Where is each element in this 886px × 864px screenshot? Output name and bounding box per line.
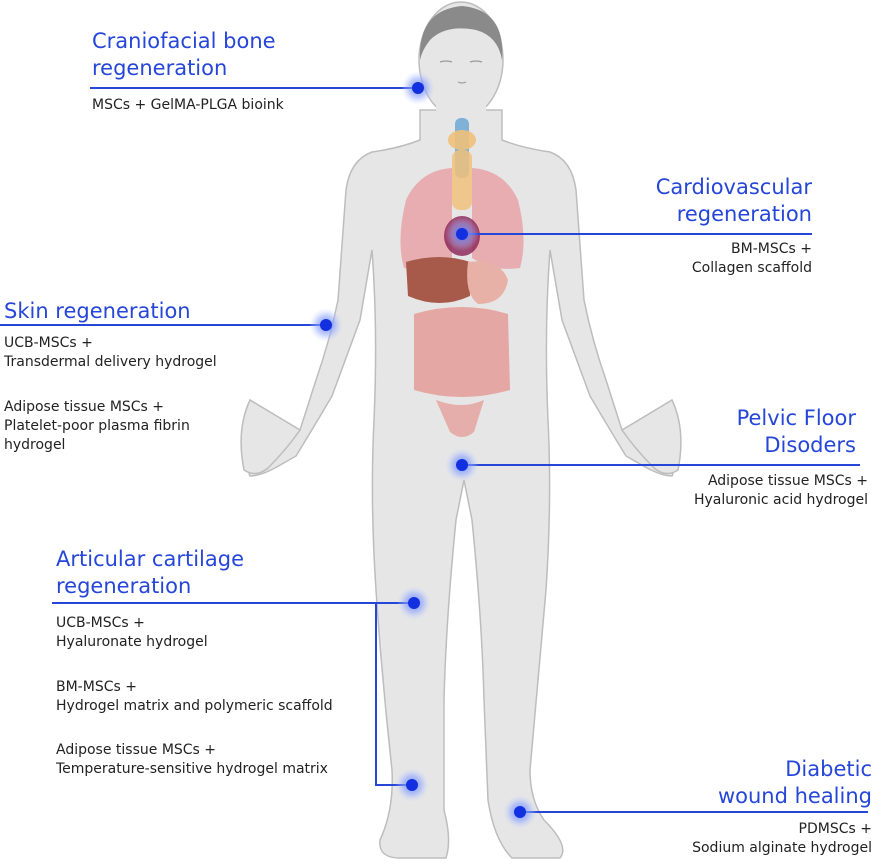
foot-marker: [503, 795, 537, 829]
skin-treatment-2: Adipose tissue MSCs + Platelet-poor plas…: [4, 399, 190, 453]
face: [439, 60, 483, 84]
knee-marker: [397, 586, 431, 620]
markers: [309, 71, 537, 829]
craniofacial-marker: [401, 71, 435, 105]
skin-title: Skin regeneration: [4, 299, 191, 323]
diabetic-treatment: PDMSCs + Sodium alginate hydrogel: [692, 821, 872, 856]
internal-organs: [400, 118, 524, 437]
cardiovascular-title: Cardiovascular regeneration: [655, 175, 812, 226]
pelvic-treatment: Adipose tissue MSCs + Hyaluronic acid hy…: [693, 473, 868, 508]
cardiovascular-marker: [445, 217, 479, 251]
skin-treatment-1: UCB-MSCs + Transdermal delivery hydrogel: [4, 335, 217, 370]
cartilage-treatment-1: UCB-MSCs + Hyaluronate hydrogel: [56, 615, 208, 650]
diabetic-title: Diabetic wound healing: [717, 757, 872, 808]
cartilage-treatment-2: BM-MSCs + Hydrogel matrix and polymeric …: [56, 679, 333, 714]
cartilage-title: Articular cartilage regeneration: [56, 547, 245, 598]
cartilage-leader-line: [52, 602, 412, 786]
hair: [419, 6, 503, 60]
craniofacial-treatment: MSCs + GelMA-PLGA bioink: [92, 97, 284, 113]
skin-marker: [309, 308, 343, 342]
ankle-marker: [395, 768, 429, 802]
pelvic-marker: [445, 448, 479, 482]
craniofacial-title: Craniofacial bone regeneration: [92, 29, 276, 80]
pelvic-title: Pelvic Floor Disoders: [736, 406, 856, 457]
cartilage-treatment-3: Adipose tissue MSCs + Temperature-sensit…: [56, 742, 328, 777]
cardiovascular-treatment: BM-MSCs + Collagen scaffold: [691, 241, 812, 276]
